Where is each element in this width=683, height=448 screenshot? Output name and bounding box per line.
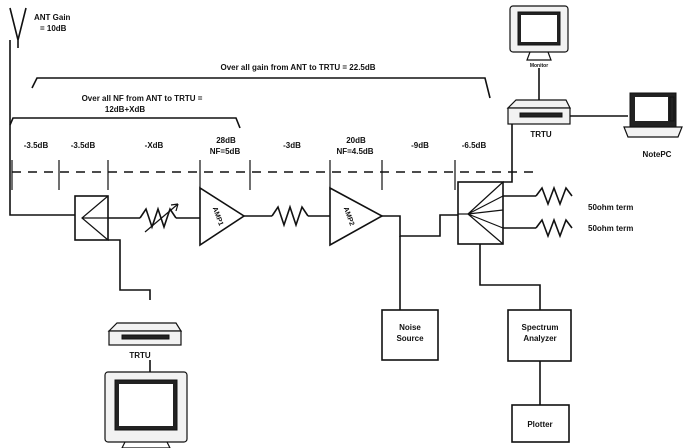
overall-gain-text: Over all gain from ANT to TRTU = 22.5dB <box>220 63 375 72</box>
trtu-top-label: TRTU <box>530 130 552 139</box>
stage-gain-label: 20dB <box>346 136 366 145</box>
spectrum-analyzer-label-line1: Spectrum <box>522 323 559 332</box>
notepc-label: NotePC <box>643 150 672 159</box>
amplifier-2: AMP2 <box>329 186 384 247</box>
spectrum-analyzer-box: Spectrum Analyzer <box>507 309 572 362</box>
antenna-icon <box>9 7 27 48</box>
trtu-bottom-icon <box>107 322 183 346</box>
variable-attenuator <box>139 203 179 233</box>
overall-nf-bracket <box>9 117 241 129</box>
splitter-2 <box>457 181 504 245</box>
splitter-1 <box>74 195 109 241</box>
noise-source-label-line1: Noise <box>399 323 421 332</box>
stage-gain-label: -9dB <box>411 141 429 150</box>
plotter-label: Plotter <box>527 420 552 429</box>
antenna-gain-value: = 10dB <box>40 24 67 33</box>
plotter-box: Plotter <box>511 404 570 443</box>
noise-source-label-line2: Source <box>396 334 424 343</box>
spectrum-analyzer-label-line2: Analyzer <box>523 334 556 343</box>
termination-2-label: 50ohm term <box>588 224 633 233</box>
amplifier-1: AMP1 <box>199 186 246 247</box>
monitor-top-icon <box>509 5 569 61</box>
noise-source-box: Noise Source <box>381 309 439 361</box>
stage-gain-label: -3.5dB <box>24 141 49 150</box>
monitor-bottom-icon <box>104 371 188 448</box>
stage-gain-label: -XdB <box>145 141 164 150</box>
stage-nf-label: NF=5dB <box>210 147 241 156</box>
stage-gain-label: 28dB <box>216 136 236 145</box>
trtu-top-icon <box>506 99 571 125</box>
stage-nf-label: NF=4.5dB <box>336 147 373 156</box>
stage-boundary-line <box>11 160 540 190</box>
stage-gain-label: -3.5dB <box>71 141 96 150</box>
overall-gain-bracket <box>31 77 491 99</box>
overall-nf-text-line2: 12dB+XdB <box>105 105 145 114</box>
overall-nf-text-line1: Over all NF from ANT to TRTU = <box>82 94 203 103</box>
stage-gain-label: -3dB <box>283 141 301 150</box>
termination-1-label: 50ohm term <box>588 203 633 212</box>
termination-1 <box>535 185 573 207</box>
antenna-gain-label: ANT Gain <box>34 13 71 22</box>
termination-2 <box>535 217 573 239</box>
notepc-icon <box>623 92 683 138</box>
trtu-bottom-label: TRTU <box>129 351 151 360</box>
stage-gain-label: -6.5dB <box>462 141 487 150</box>
fixed-attenuator <box>271 204 309 228</box>
monitor-top-label: Monitor <box>530 63 548 69</box>
